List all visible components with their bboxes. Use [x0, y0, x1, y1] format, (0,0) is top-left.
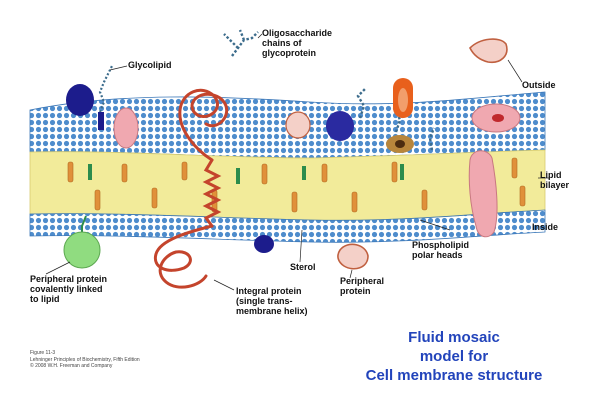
- hydrophobic-core: [30, 150, 545, 220]
- figure-credit: Lehninger Principles of Biochemistry, Fi…: [30, 357, 140, 369]
- navy-protein-middle: [326, 111, 354, 141]
- label-sterol: Sterol: [290, 262, 316, 272]
- orange-protein-core: [398, 88, 408, 112]
- label-lipid-bilayer: Lipid bilayer: [540, 170, 569, 190]
- label-peripheral-protein-lipid: Peripheral protein covalently linked to …: [30, 274, 107, 304]
- label-outside: Outside: [522, 80, 556, 90]
- label-inside: Inside: [532, 222, 558, 232]
- label-oligosaccharide-chains: Oligosaccharide chains of glycoprotein: [262, 28, 332, 58]
- label-integral-protein: Integral protein (single trans- membrane…: [236, 286, 308, 316]
- navy-protein-inner: [254, 235, 274, 253]
- pink-protein-right-core: [492, 114, 504, 122]
- top-right-peripheral: [470, 39, 507, 62]
- figure-number: Figure 11-3: [30, 350, 55, 356]
- diagram-title: Fluid mosaic model for Cell membrane str…: [336, 328, 572, 385]
- navy-protein-left: [66, 84, 94, 116]
- label-phospholipid-polar-heads: Phospholipid polar heads: [412, 240, 469, 260]
- label-peripheral-protein: Peripheral protein: [340, 276, 384, 296]
- label-glycolipid: Glycolipid: [128, 60, 172, 70]
- pink-protein-middle: [286, 112, 310, 138]
- brown-protein-core: [395, 140, 405, 148]
- pink-protein-left: [114, 108, 138, 148]
- peripheral-protein-bottom: [338, 244, 368, 268]
